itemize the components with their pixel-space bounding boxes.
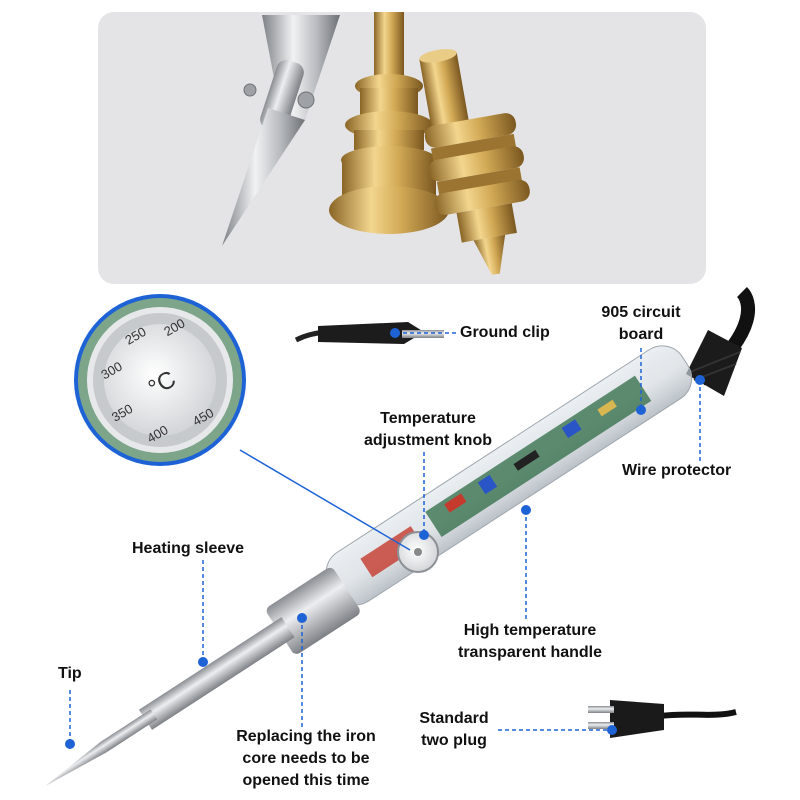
callout-lines — [69, 332, 701, 744]
label-circuit-board-line2: board — [618, 326, 664, 343]
label-temp-knob-line1: Temperature — [380, 410, 476, 427]
steel-tip-image — [222, 15, 340, 246]
label-plug-line1: Standard — [419, 710, 489, 727]
label-circuit-board-line1: 905 circuit — [601, 304, 681, 321]
label-handle-line2: transparent handle — [457, 644, 603, 661]
label-temp-knob-line2: adjustment knob — [363, 432, 493, 449]
label-handle-line1: High temperature — [463, 622, 597, 639]
label-ground-clip: Ground clip — [460, 324, 550, 341]
label-core-line1: Replacing the iron — [236, 728, 376, 745]
dial-zoom-inset: 200 250 300 350 400 450 °C — [74, 294, 246, 466]
ground-clip-image — [294, 322, 444, 344]
brass-ridged-tip-image — [419, 49, 530, 275]
label-heating-sleeve: Heating sleeve — [132, 540, 245, 557]
two-pin-plug-image — [588, 700, 737, 738]
heating-sleeve-image — [45, 567, 360, 787]
brass-knob-tip-image — [329, 12, 449, 234]
callout-dots — [65, 328, 705, 749]
label-core-line3: opened this time — [242, 772, 370, 789]
label-wire-protector: Wire protector — [622, 462, 732, 479]
label-tip: Tip — [58, 665, 82, 682]
temperature-knob-image — [397, 531, 439, 573]
label-plug-line2: two plug — [421, 732, 487, 749]
label-core-line2: core needs to be — [242, 750, 370, 767]
